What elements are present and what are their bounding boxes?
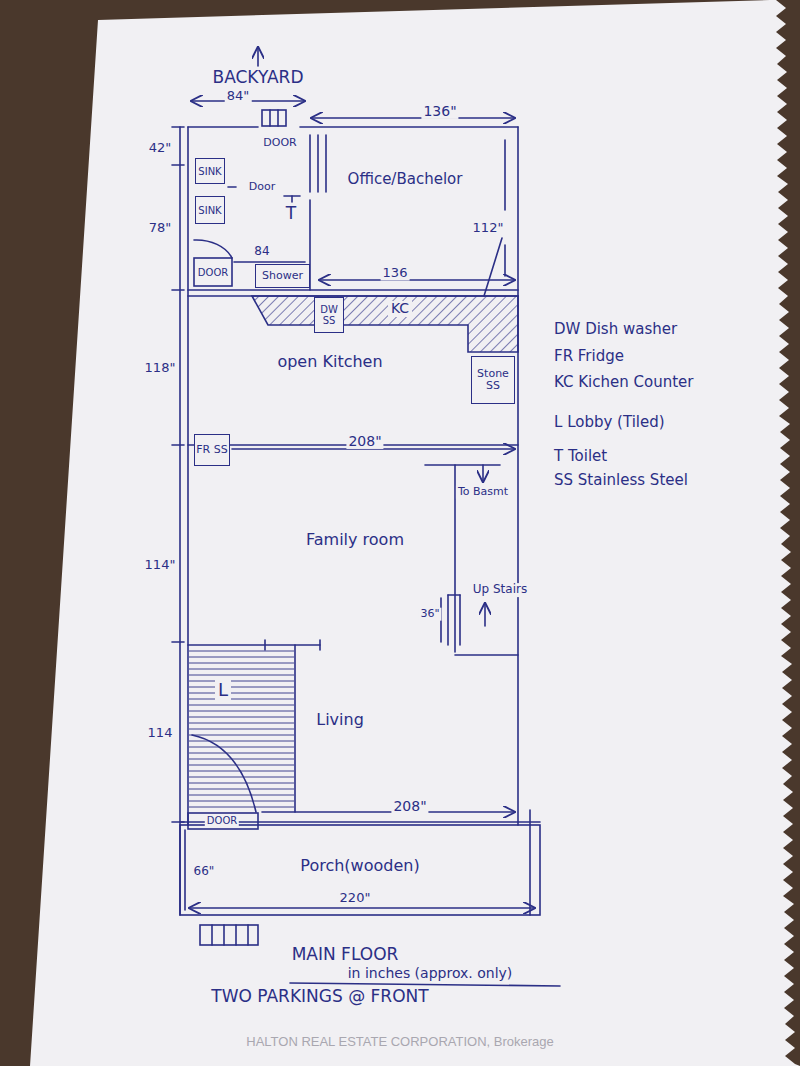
shower-box: Shower [255, 264, 310, 288]
abbreviation-note: T Toilet [552, 448, 609, 465]
plan-note: in inches (approx. only) [346, 965, 515, 981]
watermark: HALTON REAL ESTATE CORPORATION, Brokerag… [244, 1035, 556, 1050]
fixture-label: KC [388, 301, 412, 316]
dimension-label: 136" [421, 103, 458, 119]
toilet-symbol: T [284, 204, 298, 224]
abbreviation-note: KC Kichen Counter [552, 374, 695, 391]
plan-title: MAIN FLOOR [290, 945, 401, 965]
stair-label: Up Stairs [471, 583, 529, 597]
room-name: Family room [304, 531, 406, 549]
dimension-label: 208" [391, 798, 428, 814]
dimension-label: 84" [225, 89, 252, 104]
paper-sheet [30, 0, 800, 1066]
door-label: DOOR [205, 815, 239, 827]
dimension-label: 220" [338, 891, 373, 906]
stair-label: To Basmt [456, 486, 510, 499]
room-name: open Kitchen [275, 353, 384, 371]
fixture-label: DW SS [316, 304, 342, 326]
dimension-label: 114" [143, 558, 178, 573]
dimension-label: 36" [418, 608, 441, 621]
abbreviation-note: L Lobby (Tiled) [552, 414, 667, 431]
fixture-label: SINK [198, 166, 221, 177]
dimension-label: 118" [143, 361, 178, 376]
dimension-label: 136 [381, 266, 410, 281]
direction-label: BACKYARD [210, 68, 305, 88]
dimension-label: 84 [252, 245, 271, 259]
dimension-label: 42" [147, 141, 174, 156]
stone-box: Stone SS [471, 356, 515, 404]
dimension-label: 66" [192, 865, 217, 879]
fixture-label: Shower [262, 270, 303, 282]
sink-box: SINK [195, 196, 225, 224]
door-label: DOOR [261, 137, 298, 150]
kitchen-counter: KC [360, 299, 440, 319]
fridge-box: FR SS [194, 434, 230, 466]
fixture-label: SINK [198, 205, 221, 216]
door-label: DOOR [196, 267, 230, 279]
room-name: Porch(wooden) [298, 857, 421, 875]
plan-lines [172, 48, 560, 986]
abbreviation-note: FR Fridge [552, 348, 626, 365]
fixture-label: FR SS [196, 444, 227, 456]
abbreviation-note: DW Dish washer [552, 321, 679, 338]
plan-note: TWO PARKINGS @ FRONT [209, 987, 430, 1007]
dimension-label: 112" [471, 221, 506, 236]
dishwasher-box: DW SS [314, 297, 344, 333]
dimension-label: 78" [147, 221, 174, 236]
door-label: Door [247, 181, 277, 194]
fixture-label: Stone SS [473, 368, 513, 392]
room-name: Living [314, 711, 366, 729]
sink-box: SINK [195, 158, 225, 184]
dimension-label: 208" [346, 433, 383, 449]
fixture-label: L [215, 680, 231, 700]
dimension-label: 114 [146, 726, 175, 741]
lobby-area: L [205, 670, 241, 710]
abbreviation-note: SS Stainless Steel [552, 472, 690, 489]
room-name: Office/Bachelor [346, 171, 465, 188]
